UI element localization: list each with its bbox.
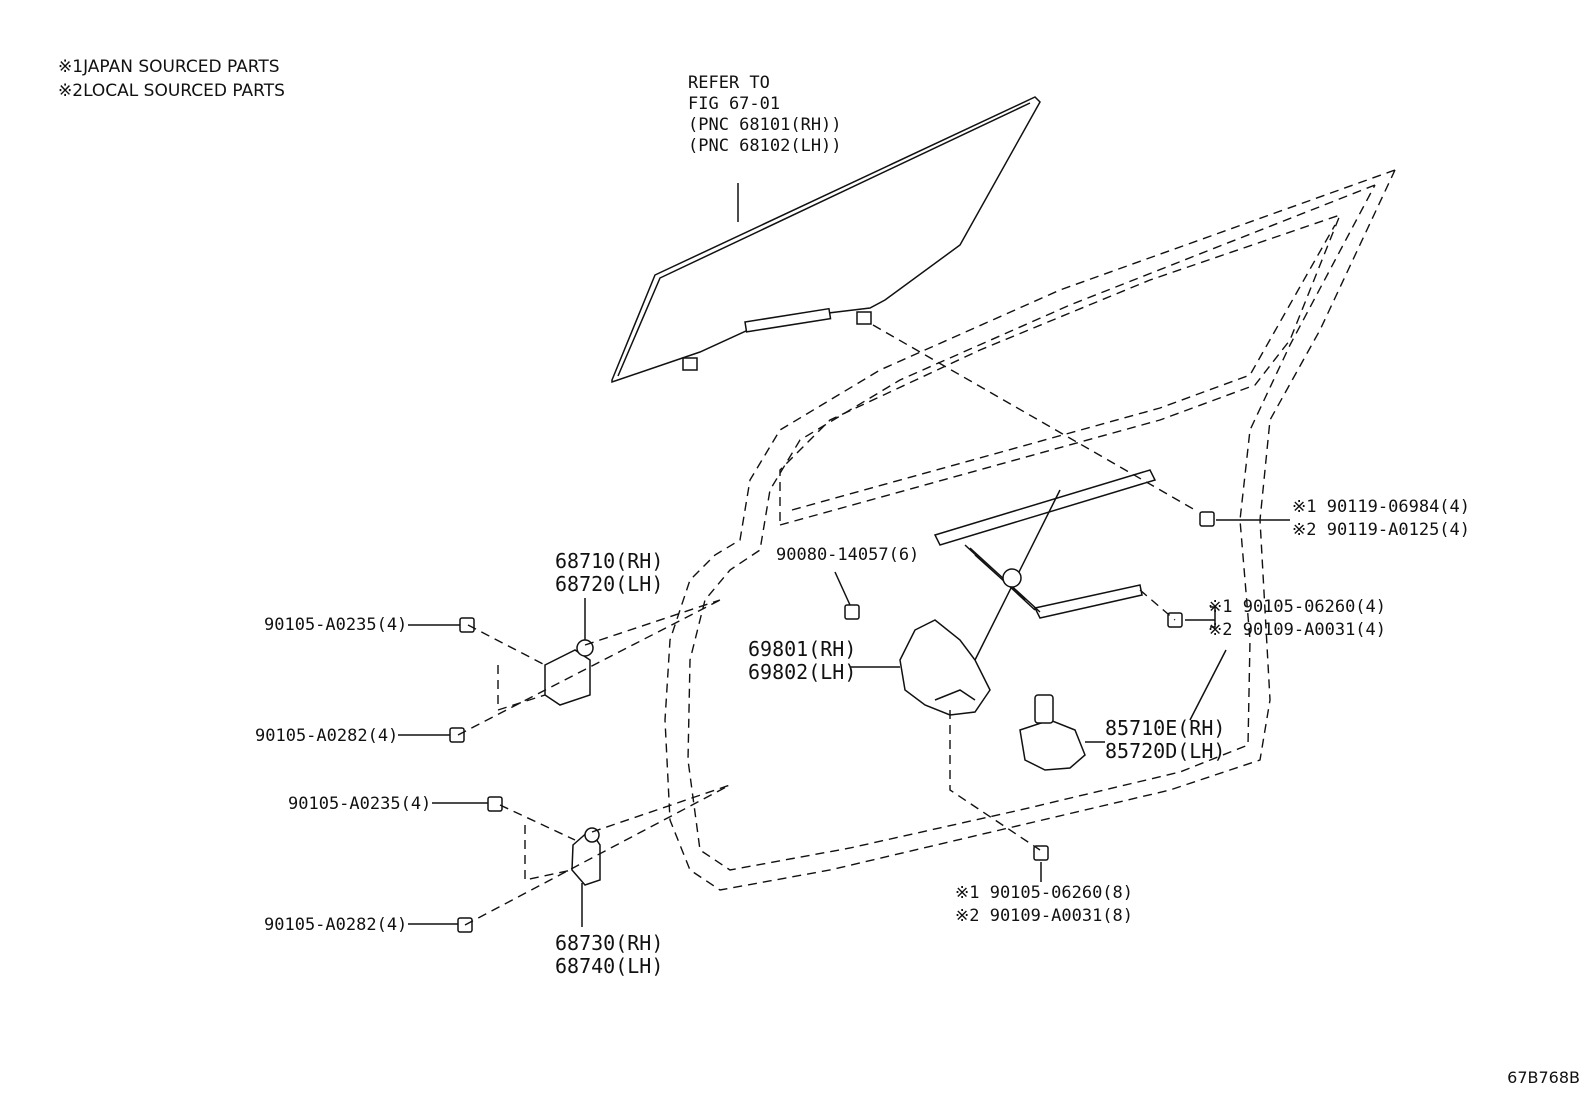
hinge-lower-lh-label: 68740(LH) <box>555 954 663 978</box>
bolt-bottom-label-2: ※2 90109-A0031(8) <box>955 906 1133 926</box>
hinge-upper <box>544 639 594 706</box>
bolt-upper-b-label: 90105-A0282(4) <box>255 726 398 746</box>
glass-ref-line-3: (PNC 68101(RH)) <box>688 115 842 135</box>
glass-ref-line-2: FIG 67-01 <box>688 94 780 114</box>
bolt-top-right-label-1: ※1 90119-06984(4) <box>1292 497 1470 517</box>
regulator-rh-label: 69801(RH) <box>748 637 856 661</box>
notes-legend: ※1JAPAN SOURCED PARTS ※2LOCAL SOURCED PA… <box>58 55 285 103</box>
glass-reference-label: REFER TO FIG 67-01 (PNC 68101(RH)) (PNC … <box>688 73 842 156</box>
motor-rh-label: 85710E(RH) <box>1105 716 1225 740</box>
note-local-sourced: ※2LOCAL SOURCED PARTS <box>58 81 285 101</box>
solid-leaders <box>398 183 1290 927</box>
bolt-lower-a-label: 90105-A0235(4) <box>288 794 431 814</box>
figure-code: 67B768B <box>1507 1068 1580 1087</box>
hinge-upper-rh-label: 68710(RH) <box>555 549 663 573</box>
hinge-upper-lh-label: 68720(LH) <box>555 572 663 596</box>
screw-mid-label: 90080-14057(6) <box>776 545 919 565</box>
motor-lh-label: 85720D(LH) <box>1105 739 1225 763</box>
door-glass <box>611 96 1041 384</box>
regulator-lh-label: 69802(LH) <box>748 660 856 684</box>
hinge-lower <box>571 827 601 886</box>
hinge-lower-rh-label: 68730(RH) <box>555 931 663 955</box>
bolt-upper-a-label: 90105-A0235(4) <box>264 615 407 635</box>
window-regulator <box>899 469 1157 716</box>
door-frame <box>664 169 1396 891</box>
bolt-mid-right-label-2: ※2 90109-A0031(4) <box>1208 620 1386 640</box>
bolt-lower-b-label: 90105-A0282(4) <box>264 915 407 935</box>
bolt-top-right-label-2: ※2 90119-A0125(4) <box>1292 520 1470 540</box>
bolt-bottom-label-1: ※1 90105-06260(8) <box>955 883 1133 903</box>
glass-ref-line-4: (PNC 68102(LH)) <box>688 136 842 156</box>
bolt-mid-right-label-1: ※1 90105-06260(4) <box>1208 597 1386 617</box>
note-japan-sourced: ※1JAPAN SOURCED PARTS <box>58 57 280 77</box>
glass-ref-line-1: REFER TO <box>688 73 770 93</box>
dashed-leaders <box>457 324 1196 926</box>
window-motor <box>1019 694 1086 771</box>
